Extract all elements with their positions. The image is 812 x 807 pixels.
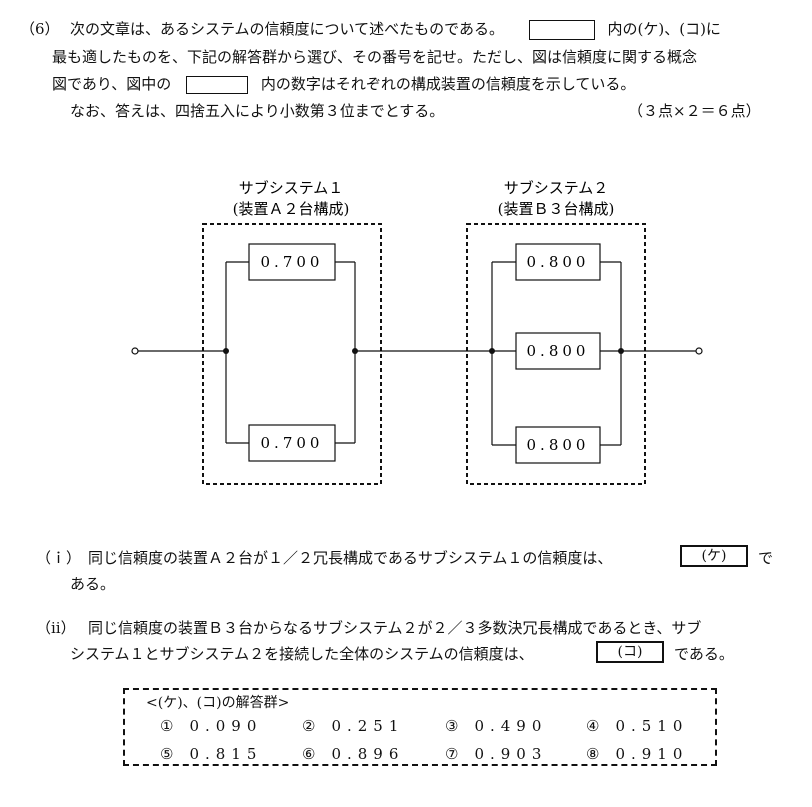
question-line4: なお、答えは、四捨五入により小数第３位までとする。 [70, 102, 445, 120]
input-terminal [131, 347, 139, 355]
answer-option-value: 0.815 [189, 745, 263, 763]
question-line1-tail: 内の(ケ)、(コ)に [607, 20, 721, 38]
answer-option: ① 0.090 [160, 717, 262, 735]
blank-ko: (コ) [596, 641, 664, 663]
junction-dot [352, 348, 358, 354]
answer-option-number: ⑧ [586, 745, 600, 763]
value-box-marker [186, 76, 249, 94]
answer-option-value: 0.090 [189, 717, 263, 735]
answer-option: ③ 0.490 [445, 717, 547, 735]
answer-choices-title: <(ケ)、(コ)の解答群> [146, 695, 290, 711]
answer-option-value: 0.896 [331, 745, 405, 763]
subsystem2-subtitle: (装置Ｂ３台構成) [498, 200, 615, 218]
answer-option-number: ④ [586, 717, 600, 735]
subsystem2-title: サブシステム２ [504, 179, 609, 197]
item-ii-tail: である。 [674, 645, 734, 663]
question-number: （6） [20, 20, 60, 38]
answer-option-value: 0.490 [474, 717, 548, 735]
answer-option-value: 0.251 [331, 717, 405, 735]
points-label: （３点×２＝６点） [628, 102, 761, 120]
junction-dot [618, 348, 624, 354]
device-b2-value: 0.800 [527, 342, 590, 360]
question-line2: 最も適したものを、下記の解答群から選び、その番号を記せ。ただし、図は信頼度に関す… [52, 48, 698, 66]
answer-option-number: ② [302, 717, 316, 735]
answer-option-number: ③ [445, 717, 459, 735]
answer-option-number: ⑥ [302, 745, 316, 763]
item-ii-text: 同じ信頼度の装置Ｂ３台からなるサブシステム２が２／３多数決冗長構成であるとき、サ… [88, 619, 702, 637]
answer-option-number: ① [160, 717, 174, 735]
item-i-tail: で [758, 549, 774, 567]
item-ii-text2: システム１とサブシステム２を接続した全体のシステムの信頼度は、 [70, 645, 534, 663]
question-line3: 図であり、図中の 内の数字はそれぞれの構成装置の信頼度を示している。 [52, 73, 635, 94]
device-b3-box [515, 426, 601, 464]
question-line3-tail: 内の数字はそれぞれの構成装置の信頼度を示している。 [260, 75, 636, 93]
answer-option: ⑥ 0.896 [302, 745, 404, 763]
item-ii-label: （ⅱ） [36, 619, 76, 637]
answer-option-value: 0.903 [474, 745, 548, 763]
question-line1: 次の文章は、あるシステムの信頼度について述べたものである。 内の(ケ)、(コ)に [70, 18, 721, 40]
answer-option: ⑦ 0.903 [445, 745, 547, 763]
subsystem2-boundary [466, 223, 646, 485]
device-a1-box [248, 243, 336, 281]
output-terminal [695, 347, 703, 355]
device-a2-value: 0.700 [261, 434, 324, 452]
reliability-diagram: サブシステム１ (装置Ａ２台構成) サブシステム２ (装置Ｂ３台構成) 0.70… [131, 179, 703, 485]
item-i-label: （ｉ） [36, 549, 82, 567]
question-line3-text: 図であり、図中の [52, 75, 172, 93]
answer-option: ⑧ 0.910 [586, 745, 688, 763]
item-i-end: ある。 [70, 575, 116, 593]
device-a2-box [248, 424, 336, 462]
device-a1-value: 0.700 [261, 253, 324, 271]
subsystem1-subtitle: (装置Ａ２台構成) [233, 200, 350, 218]
device-b3-value: 0.800 [527, 436, 590, 454]
blank-ke: (ケ) [680, 545, 748, 567]
junction-dot [489, 348, 495, 354]
question-line1-text: 次の文章は、あるシステムの信頼度について述べたものである。 [70, 20, 504, 38]
device-b1-value: 0.800 [527, 253, 590, 271]
junction-dot [223, 348, 229, 354]
subsystem1-title: サブシステム１ [239, 179, 344, 197]
wiring [138, 261, 696, 446]
subsystem1-boundary [202, 223, 382, 485]
blank-box-marker [528, 20, 595, 40]
device-b1-box [515, 243, 601, 281]
item-i-text: 同じ信頼度の装置Ａ２台が１／２冗長構成であるサブシステム１の信頼度は、 [88, 549, 613, 567]
answer-option-number: ⑤ [160, 745, 174, 763]
answer-option-number: ⑦ [445, 745, 459, 763]
answer-option: ② 0.251 [302, 717, 404, 735]
device-b2-box [515, 332, 601, 370]
answer-option-value: 0.910 [615, 745, 689, 763]
answer-option: ⑤ 0.815 [160, 745, 262, 763]
answer-choices-box [123, 688, 717, 766]
answer-option-value: 0.510 [615, 717, 689, 735]
answer-option: ④ 0.510 [586, 717, 688, 735]
